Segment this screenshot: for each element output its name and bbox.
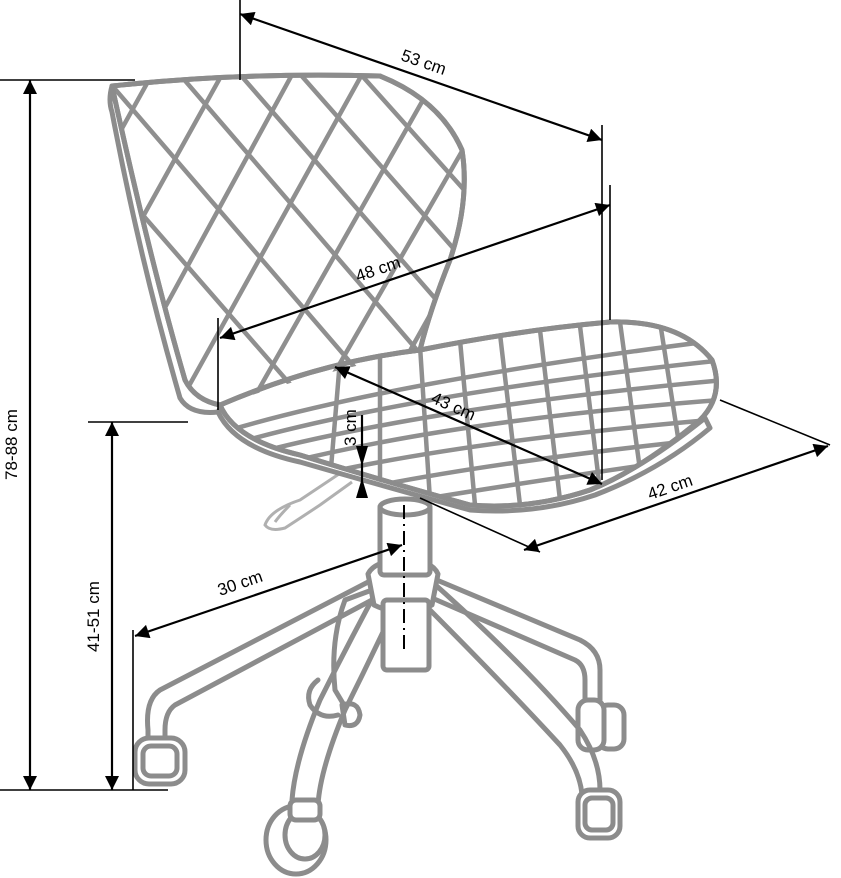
- chair-base: [132, 496, 627, 877]
- cylinder-lower: [380, 597, 432, 673]
- front-right-leg: [427, 577, 603, 793]
- label-seat-thickness: 3 cm: [341, 409, 360, 446]
- label-total-height: 78-88 cm: [2, 409, 21, 480]
- chair-seat-shell: [107, 72, 719, 514]
- rear-left-caster: [306, 677, 341, 719]
- dim-base-radius: [134, 542, 403, 639]
- label-seat-width: 42 cm: [645, 471, 695, 504]
- front-left-leg: [145, 577, 375, 748]
- dim-back-width: [239, 11, 603, 143]
- label-back-width: 53 cm: [399, 46, 449, 79]
- dim-shell-depth: [219, 202, 611, 341]
- rear-right-leg: [429, 575, 603, 703]
- height-lever: [263, 468, 353, 531]
- dim-seat-width: [523, 443, 829, 553]
- label-seat-height: 41-51 cm: [84, 581, 103, 652]
